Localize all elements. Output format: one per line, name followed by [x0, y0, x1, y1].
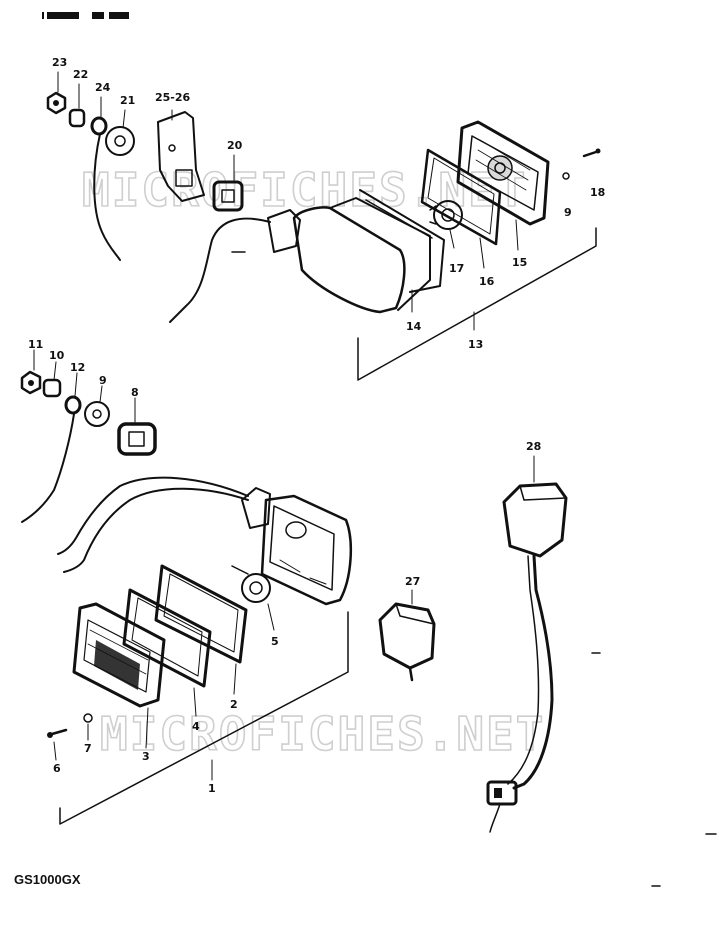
callout-2: 2: [230, 698, 238, 711]
washer-9-lower: [84, 401, 110, 427]
callout-18: 18: [590, 186, 605, 199]
gasket-2: [154, 564, 248, 664]
leader-1: [59, 611, 349, 825]
callout-9-upper: 9: [564, 206, 572, 219]
watermark-lower: MICROFICHES.NET: [100, 707, 545, 761]
nut-10: [42, 378, 62, 398]
nut-22: [68, 108, 86, 128]
lower-leaders: [33, 349, 275, 781]
housing-14: [267, 189, 445, 314]
watermark-upper: MICROFICHES.NET: [82, 163, 527, 217]
callout-11: 11: [28, 338, 43, 351]
upper-callouts: 23 22 24 21 25-26 20 18 9 15 16 17 14 13: [52, 56, 605, 351]
callout-21: 21: [120, 94, 135, 107]
lower-callouts: 11 10 12 9 8 5 2 4 3 7 6 1: [28, 338, 279, 795]
callout-20: 20: [227, 139, 243, 152]
grommet-20: [212, 180, 244, 212]
upper-leaders: [57, 71, 519, 331]
lower-turn-signal-assembly: [20, 349, 353, 825]
callout-4: 4: [192, 720, 200, 733]
callout-14: 14: [406, 320, 422, 333]
callout-15: 15: [512, 256, 527, 269]
relay-28: [486, 455, 568, 833]
screw-18: [582, 148, 601, 158]
lens-15: [456, 120, 550, 226]
callout-1: 1: [208, 782, 216, 795]
callout-23: 23: [52, 56, 67, 69]
callout-9-lower: 9: [99, 374, 107, 387]
header-marks: [42, 12, 129, 19]
washer-12: [64, 395, 82, 415]
washer-24: [90, 116, 108, 136]
model-code: GS1000GX: [14, 872, 81, 887]
callout-12: 12: [70, 361, 85, 374]
washer-21: [105, 126, 135, 156]
callout-10: 10: [49, 349, 65, 362]
screw-6: [47, 728, 68, 738]
washer-7: [83, 713, 93, 723]
leader-13: [357, 227, 597, 381]
nut-23: [46, 91, 67, 115]
callout-27: 27: [405, 575, 420, 588]
relay-callouts: 27 28: [405, 440, 541, 588]
relay-27: [378, 589, 436, 682]
bulb-17: [429, 200, 463, 230]
callout-13: 13: [468, 338, 483, 351]
lens-3: [72, 602, 166, 708]
callout-8: 8: [131, 386, 139, 399]
grommet-8: [117, 422, 157, 456]
callout-6: 6: [53, 762, 61, 775]
callout-16: 16: [479, 275, 495, 288]
callout-7: 7: [84, 742, 92, 755]
washer-9-upper: [562, 172, 570, 180]
bulb-5: [231, 565, 271, 603]
callout-3: 3: [142, 750, 150, 763]
scan-marks: [591, 652, 717, 887]
callout-5: 5: [271, 635, 279, 648]
housing-lower: [241, 487, 353, 606]
bracket-25-26: [157, 111, 205, 202]
callout-24: 24: [95, 81, 111, 94]
callout-28: 28: [526, 440, 541, 453]
callout-17: 17: [449, 262, 464, 275]
callout-22: 22: [73, 68, 88, 81]
gasket-4: [122, 588, 212, 688]
nut-11: [20, 370, 42, 395]
callout-25-26: 25-26: [155, 91, 191, 104]
upper-turn-signal-assembly: [46, 71, 601, 381]
